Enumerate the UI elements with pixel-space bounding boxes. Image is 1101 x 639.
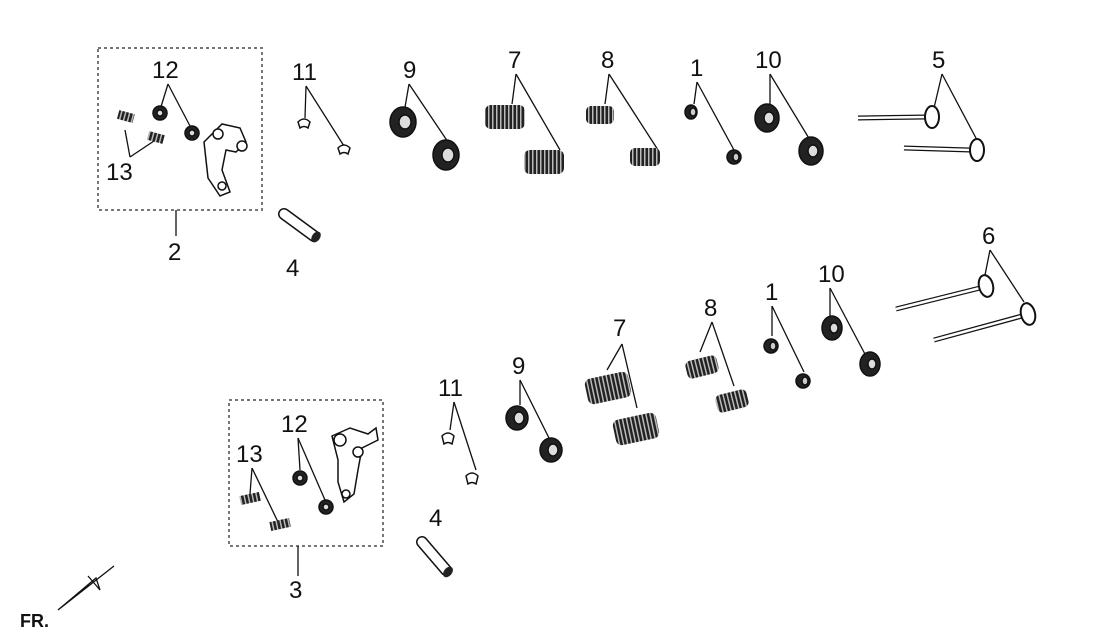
lower-callout-13: 13 (236, 441, 263, 468)
upper-adjuster-nut-b (184, 125, 200, 141)
upper-callout-10: 10 (755, 47, 782, 74)
lower-valve-a (895, 274, 995, 312)
lower-callout-1: 1 (765, 279, 778, 306)
lower-callout-12: 12 (281, 411, 308, 438)
lower-spring-seat-a (821, 315, 843, 341)
upper-outer-valve-spring-b (524, 150, 564, 174)
lower-callout-7: 7 (613, 315, 626, 342)
lower-spring-seat-b (859, 351, 881, 377)
front-arrow-icon (57, 565, 115, 611)
lower-valve-stem-seal-b (795, 373, 811, 389)
upper-callout-9: 9 (403, 57, 416, 84)
upper-assembly: 12 13 2 11 4 9 7 8 1 10 5 (97, 47, 985, 282)
upper-inner-valve-spring-a (586, 106, 614, 124)
lower-adjuster-screw-b (269, 518, 291, 531)
upper-callout-7: 7 (508, 47, 521, 74)
front-label: FR. (20, 611, 49, 631)
upper-valve-cotter-b (337, 144, 351, 156)
upper-callout-5: 5 (932, 47, 945, 74)
upper-valve-b (903, 138, 985, 162)
lower-leader-lines (249, 249, 1025, 576)
upper-rocker-group-box (97, 47, 263, 211)
upper-adjuster-screw-a (116, 110, 135, 123)
lower-callout-11: 11 (438, 375, 463, 402)
upper-rocker-shaft (278, 208, 321, 243)
upper-valve-stem-seal-a (684, 104, 698, 120)
upper-callout-13: 13 (106, 159, 133, 186)
lower-valve-cotter-b (465, 472, 479, 486)
lower-callout-9: 9 (512, 353, 525, 380)
upper-valve-stem-seal-b (726, 149, 742, 165)
upper-spring-seat-b (798, 136, 824, 166)
upper-callout-4: 4 (286, 255, 299, 282)
upper-outer-valve-spring-a (485, 105, 525, 129)
upper-inner-valve-spring-b (630, 148, 660, 166)
upper-callout-2: 2 (168, 239, 181, 266)
lower-rocker-shaft (416, 536, 453, 578)
upper-spring-seat-a (754, 103, 780, 133)
upper-callout-12: 12 (152, 57, 179, 84)
lower-inner-valve-spring-a (685, 355, 719, 379)
lower-callout-4: 4 (429, 505, 442, 532)
upper-callout-1: 1 (690, 55, 703, 82)
lower-callout-10: 10 (818, 261, 845, 288)
upper-adjuster-nut-a (152, 105, 168, 121)
lower-adjuster-nut-b (318, 499, 334, 515)
lower-callout-8: 8 (704, 295, 717, 322)
lower-valve-cotter-a (441, 432, 455, 446)
lower-callout-3: 3 (289, 577, 302, 604)
upper-callout-8: 8 (601, 47, 614, 74)
upper-spring-retainer-b (432, 139, 460, 171)
upper-callout-11: 11 (292, 59, 317, 86)
upper-spring-retainer-a (389, 106, 417, 138)
upper-valve-cotter-a (297, 118, 311, 130)
lower-outer-valve-spring-a (584, 371, 632, 405)
lower-inner-valve-spring-b (715, 389, 749, 413)
lower-callout-6: 6 (982, 223, 995, 250)
upper-valve-a (857, 105, 940, 129)
lower-spring-retainer-a (505, 405, 529, 431)
upper-adjuster-screw-b (146, 131, 165, 144)
lower-valve-stem-seal-a (763, 338, 779, 354)
lower-adjuster-nut-a (292, 470, 308, 486)
upper-leader-lines (124, 73, 978, 236)
front-orientation-indicator: FR. (20, 565, 115, 631)
lower-outer-valve-spring-b (612, 412, 660, 446)
lower-rocker-arm (331, 426, 379, 504)
upper-rocker-arm (203, 123, 248, 197)
lower-adjuster-screw-a (239, 492, 261, 505)
lower-spring-retainer-b (539, 437, 563, 463)
lower-valve-b (933, 302, 1037, 343)
lower-assembly: 12 13 3 11 4 9 7 8 1 10 6 (228, 223, 1037, 604)
